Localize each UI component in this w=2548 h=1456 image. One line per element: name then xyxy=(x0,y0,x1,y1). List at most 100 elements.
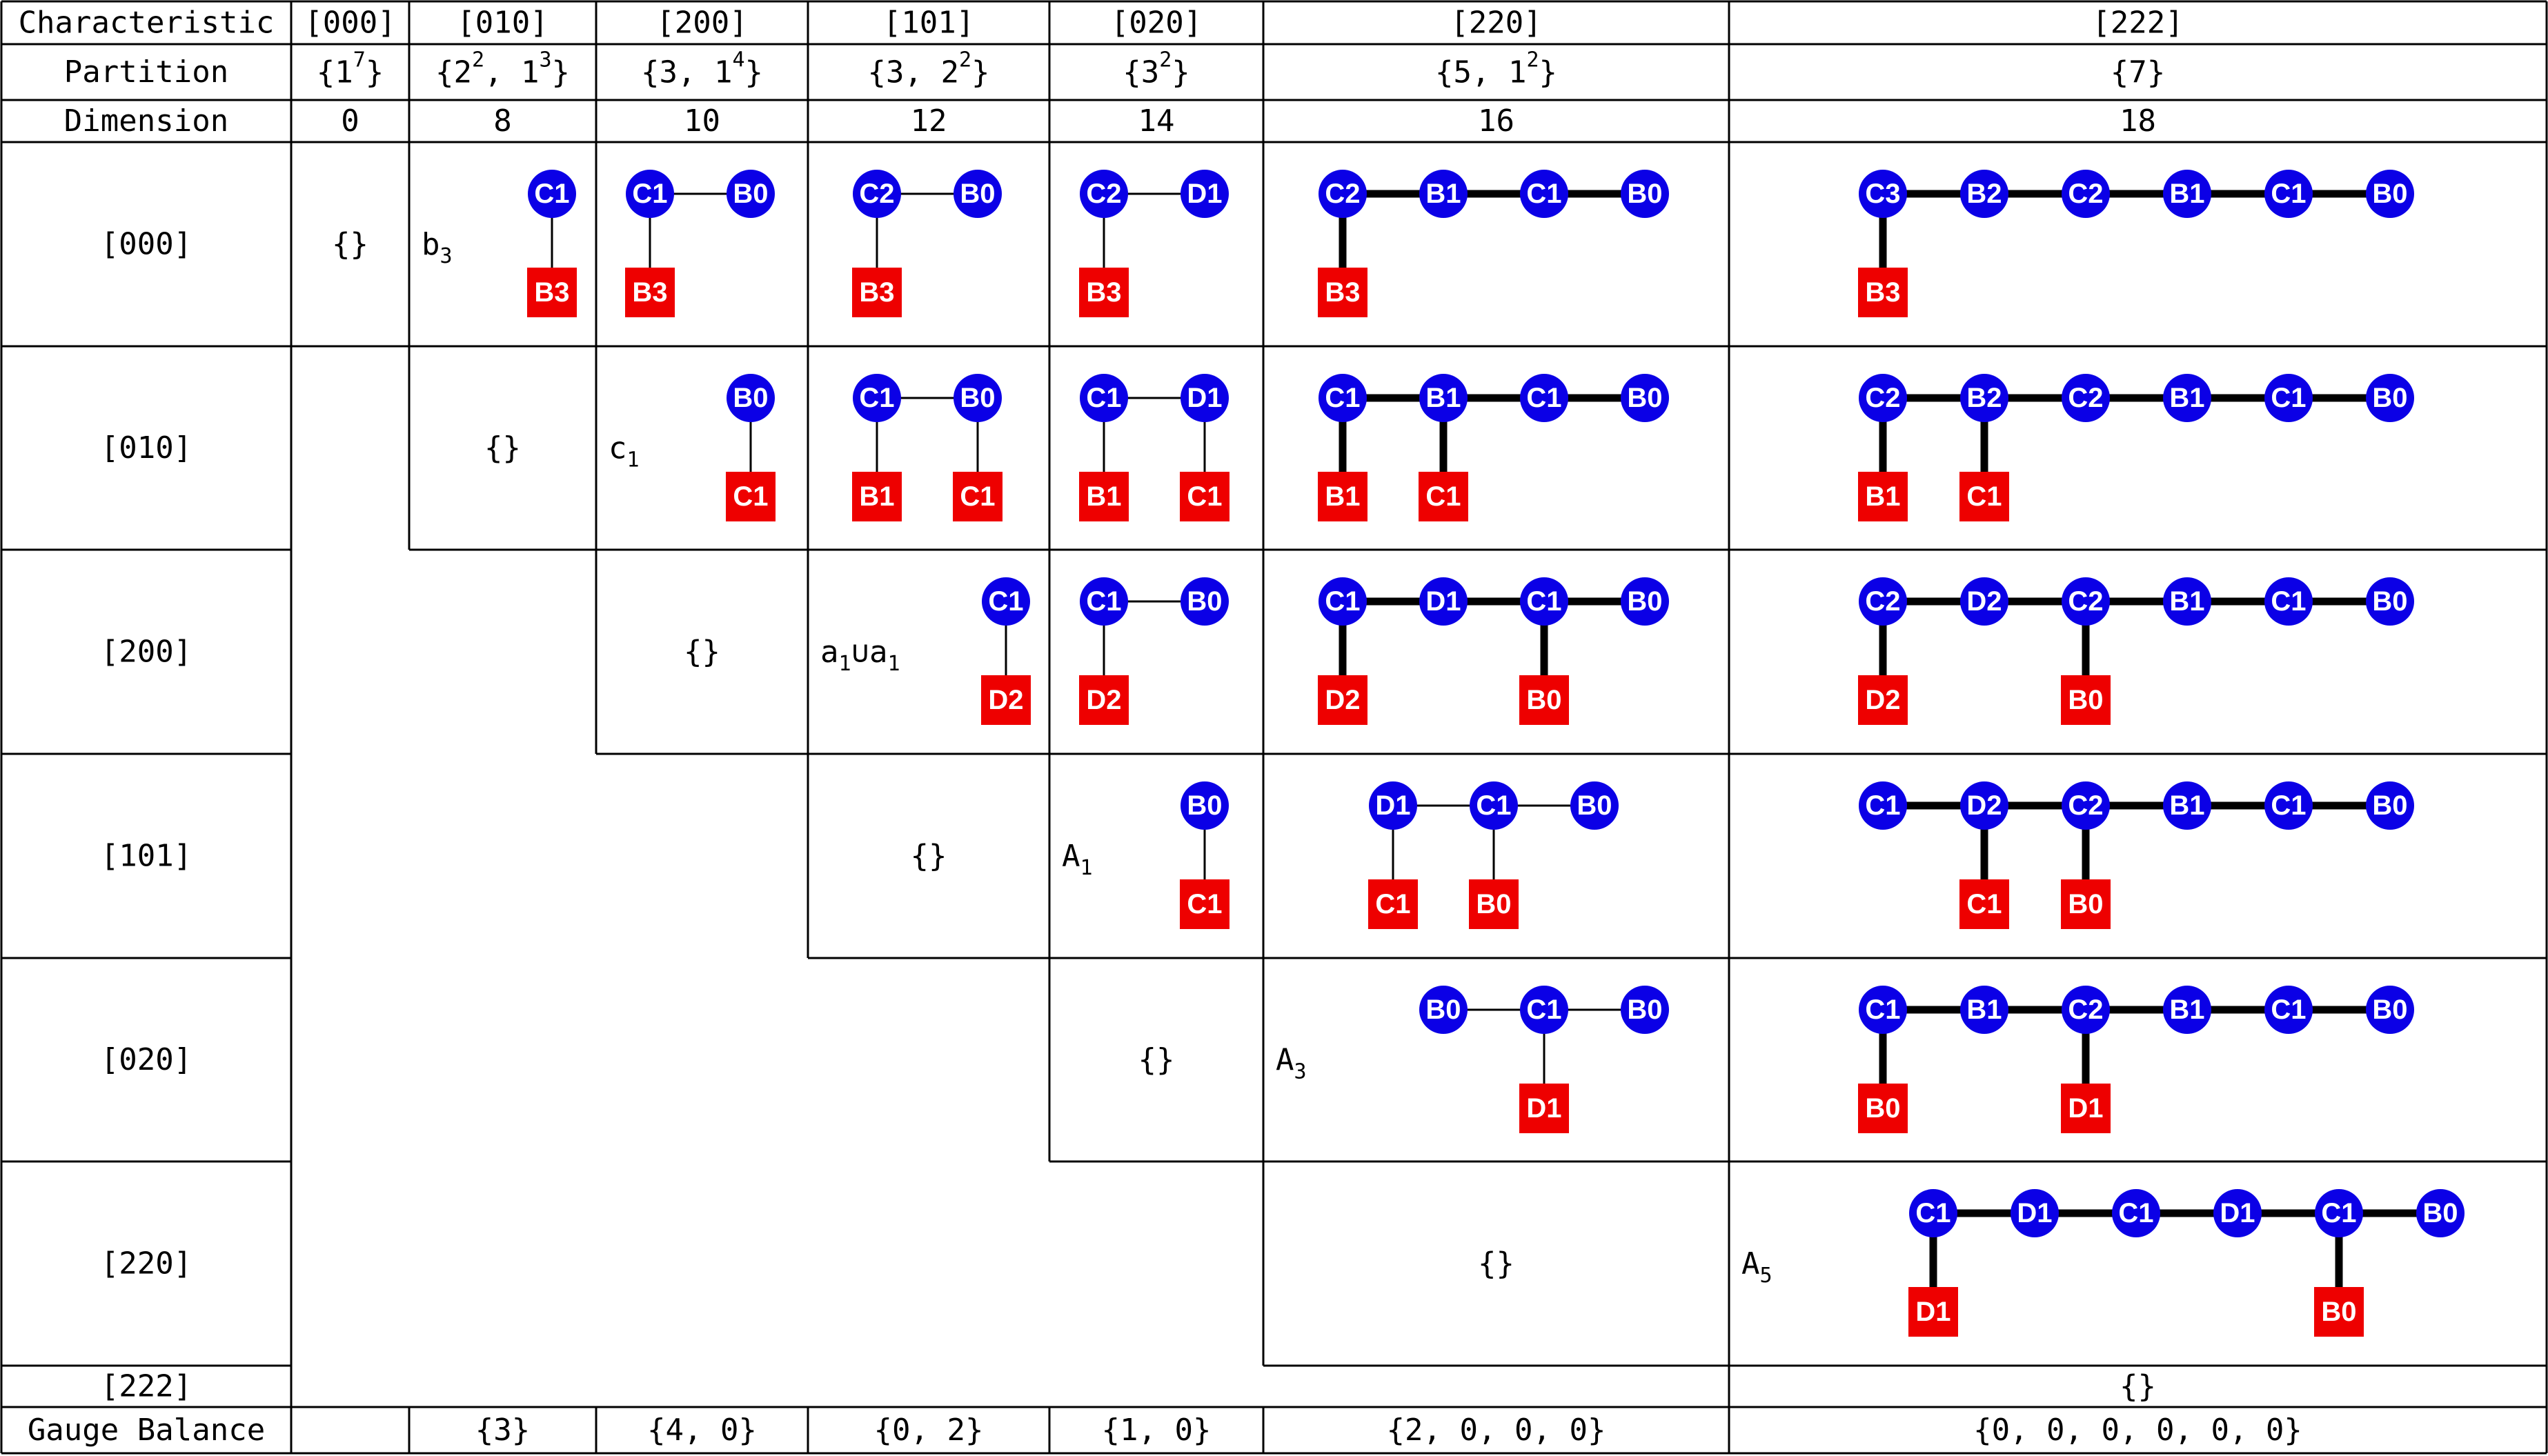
gauge-node-label: C1 xyxy=(1086,383,1121,413)
algebra-label: A5 xyxy=(1741,1246,1772,1288)
flavor-node xyxy=(1858,472,1908,521)
gauge-node xyxy=(2163,170,2211,218)
gauge-node-label: C1 xyxy=(1915,1198,1950,1228)
gauge-node xyxy=(1859,781,1907,830)
gauge-node-label: C1 xyxy=(1865,995,1900,1025)
gauge-node-label: B0 xyxy=(1627,586,1662,617)
flavor-node-label: B0 xyxy=(2321,1297,2356,1327)
flavor-node xyxy=(953,472,1003,521)
partition-label: {17} xyxy=(317,48,384,90)
flavor-node xyxy=(852,268,902,317)
gauge-node xyxy=(954,170,1002,218)
partition-label: {3, 22} xyxy=(867,48,989,90)
gauge-node xyxy=(1960,986,2008,1034)
flavor-node-label: B0 xyxy=(1865,1093,1900,1124)
dimension-label: 8 xyxy=(493,103,512,139)
gauge-node xyxy=(2315,1189,2363,1237)
gauge-node-label: C1 xyxy=(2271,995,2306,1025)
gauge-node-label: C1 xyxy=(1526,383,1561,413)
flavor-node xyxy=(2314,1287,2364,1337)
gauge-node-label: C1 xyxy=(2118,1198,2153,1228)
gauge-node xyxy=(1181,577,1229,626)
flavor-node xyxy=(1419,472,1468,521)
partition-label: {3, 14} xyxy=(641,48,763,90)
gauge-node-label: C1 xyxy=(1526,179,1561,209)
flavor-node xyxy=(1079,268,1129,317)
flavor-node xyxy=(1519,675,1569,725)
flavor-node-label: B3 xyxy=(534,277,569,308)
gauge-node-label: C2 xyxy=(859,179,894,209)
gauge-node xyxy=(2366,577,2414,626)
flavor-node xyxy=(1519,1084,1569,1133)
gauge-node xyxy=(727,374,775,422)
flavor-node-label: C1 xyxy=(1375,889,1410,919)
gauge-node xyxy=(2011,1189,2059,1237)
gauge-node xyxy=(2112,1189,2160,1237)
dimension-label: 18 xyxy=(2120,103,2156,139)
characteristic-label: [222] xyxy=(2092,6,2183,41)
flavor-node-label: C1 xyxy=(1966,481,2002,512)
algebra-label: b3 xyxy=(422,227,453,269)
flavor-node xyxy=(1858,675,1908,725)
gauge-node-label: B0 xyxy=(733,179,768,209)
gauge-node xyxy=(2264,986,2313,1034)
gauge-node-label: B1 xyxy=(2169,383,2204,413)
gauge-node-label: B0 xyxy=(2372,383,2407,413)
flavor-node xyxy=(1079,675,1129,725)
gauge-node-label: B0 xyxy=(960,383,995,413)
gauge-node xyxy=(1909,1189,1957,1237)
gauge-node xyxy=(1520,374,1568,422)
flavor-node-label: C1 xyxy=(960,481,995,512)
flavor-node-label: B3 xyxy=(632,277,667,308)
gauge-node-label: C1 xyxy=(534,179,569,209)
flavor-node-label: C1 xyxy=(1966,889,2002,919)
flavor-node xyxy=(1908,1287,1958,1337)
gauge-node-label: C2 xyxy=(2068,790,2103,821)
flavor-node xyxy=(1318,472,1367,521)
flavor-node xyxy=(1959,472,2009,521)
characteristic-label: [101] xyxy=(883,6,974,41)
flavor-node xyxy=(1469,879,1519,929)
flavor-node-label: D2 xyxy=(1865,685,1900,715)
partition-label: {7} xyxy=(2111,54,2165,90)
gauge-node xyxy=(1080,374,1128,422)
gauge-node xyxy=(1520,577,1568,626)
gauge-node-label: D1 xyxy=(1187,179,1222,209)
flavor-node-label: B3 xyxy=(1865,277,1900,308)
gauge-node-label: B0 xyxy=(1425,995,1461,1025)
flavor-node-label: B1 xyxy=(1865,481,1900,512)
gauge-node-label: D1 xyxy=(1375,790,1410,821)
gauge-node-label: D1 xyxy=(2220,1198,2255,1228)
gauge-node xyxy=(1859,374,1907,422)
row-label: [220] xyxy=(101,1246,192,1282)
flavor-node xyxy=(527,268,577,317)
gauge-node-label: B1 xyxy=(1425,179,1461,209)
gauge-node xyxy=(1080,577,1128,626)
flavor-node-label: B0 xyxy=(1476,889,1511,919)
gauge-node-label: B0 xyxy=(1627,383,1662,413)
gauge-node-label: C2 xyxy=(1325,179,1360,209)
gauge-node-label: C1 xyxy=(1476,790,1511,821)
gauge-node xyxy=(1621,170,1669,218)
gauge-node xyxy=(1419,577,1468,626)
gauge-node xyxy=(2163,986,2211,1034)
flavor-node xyxy=(1858,1084,1908,1133)
gauge-node xyxy=(2366,986,2414,1034)
flavor-node-label: D2 xyxy=(988,685,1023,715)
flavor-node-label: C1 xyxy=(733,481,768,512)
gauge-node-label: B0 xyxy=(960,179,995,209)
flavor-node xyxy=(726,472,776,521)
flavor-node-label: B1 xyxy=(1325,481,1360,512)
gauge-node-label: B0 xyxy=(1577,790,1612,821)
flavor-node xyxy=(981,675,1031,725)
dimension-label: 16 xyxy=(1478,103,1514,139)
gauge-node xyxy=(1319,170,1367,218)
gauge-node-label: B1 xyxy=(2169,586,2204,617)
partition-label: {32} xyxy=(1123,48,1190,90)
